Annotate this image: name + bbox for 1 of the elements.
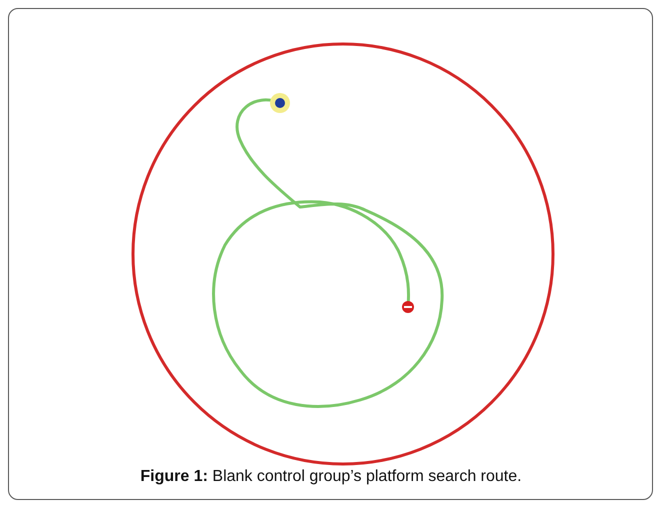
figure-caption: Figure 1: Blank control group’s platform search route. [140, 468, 522, 485]
